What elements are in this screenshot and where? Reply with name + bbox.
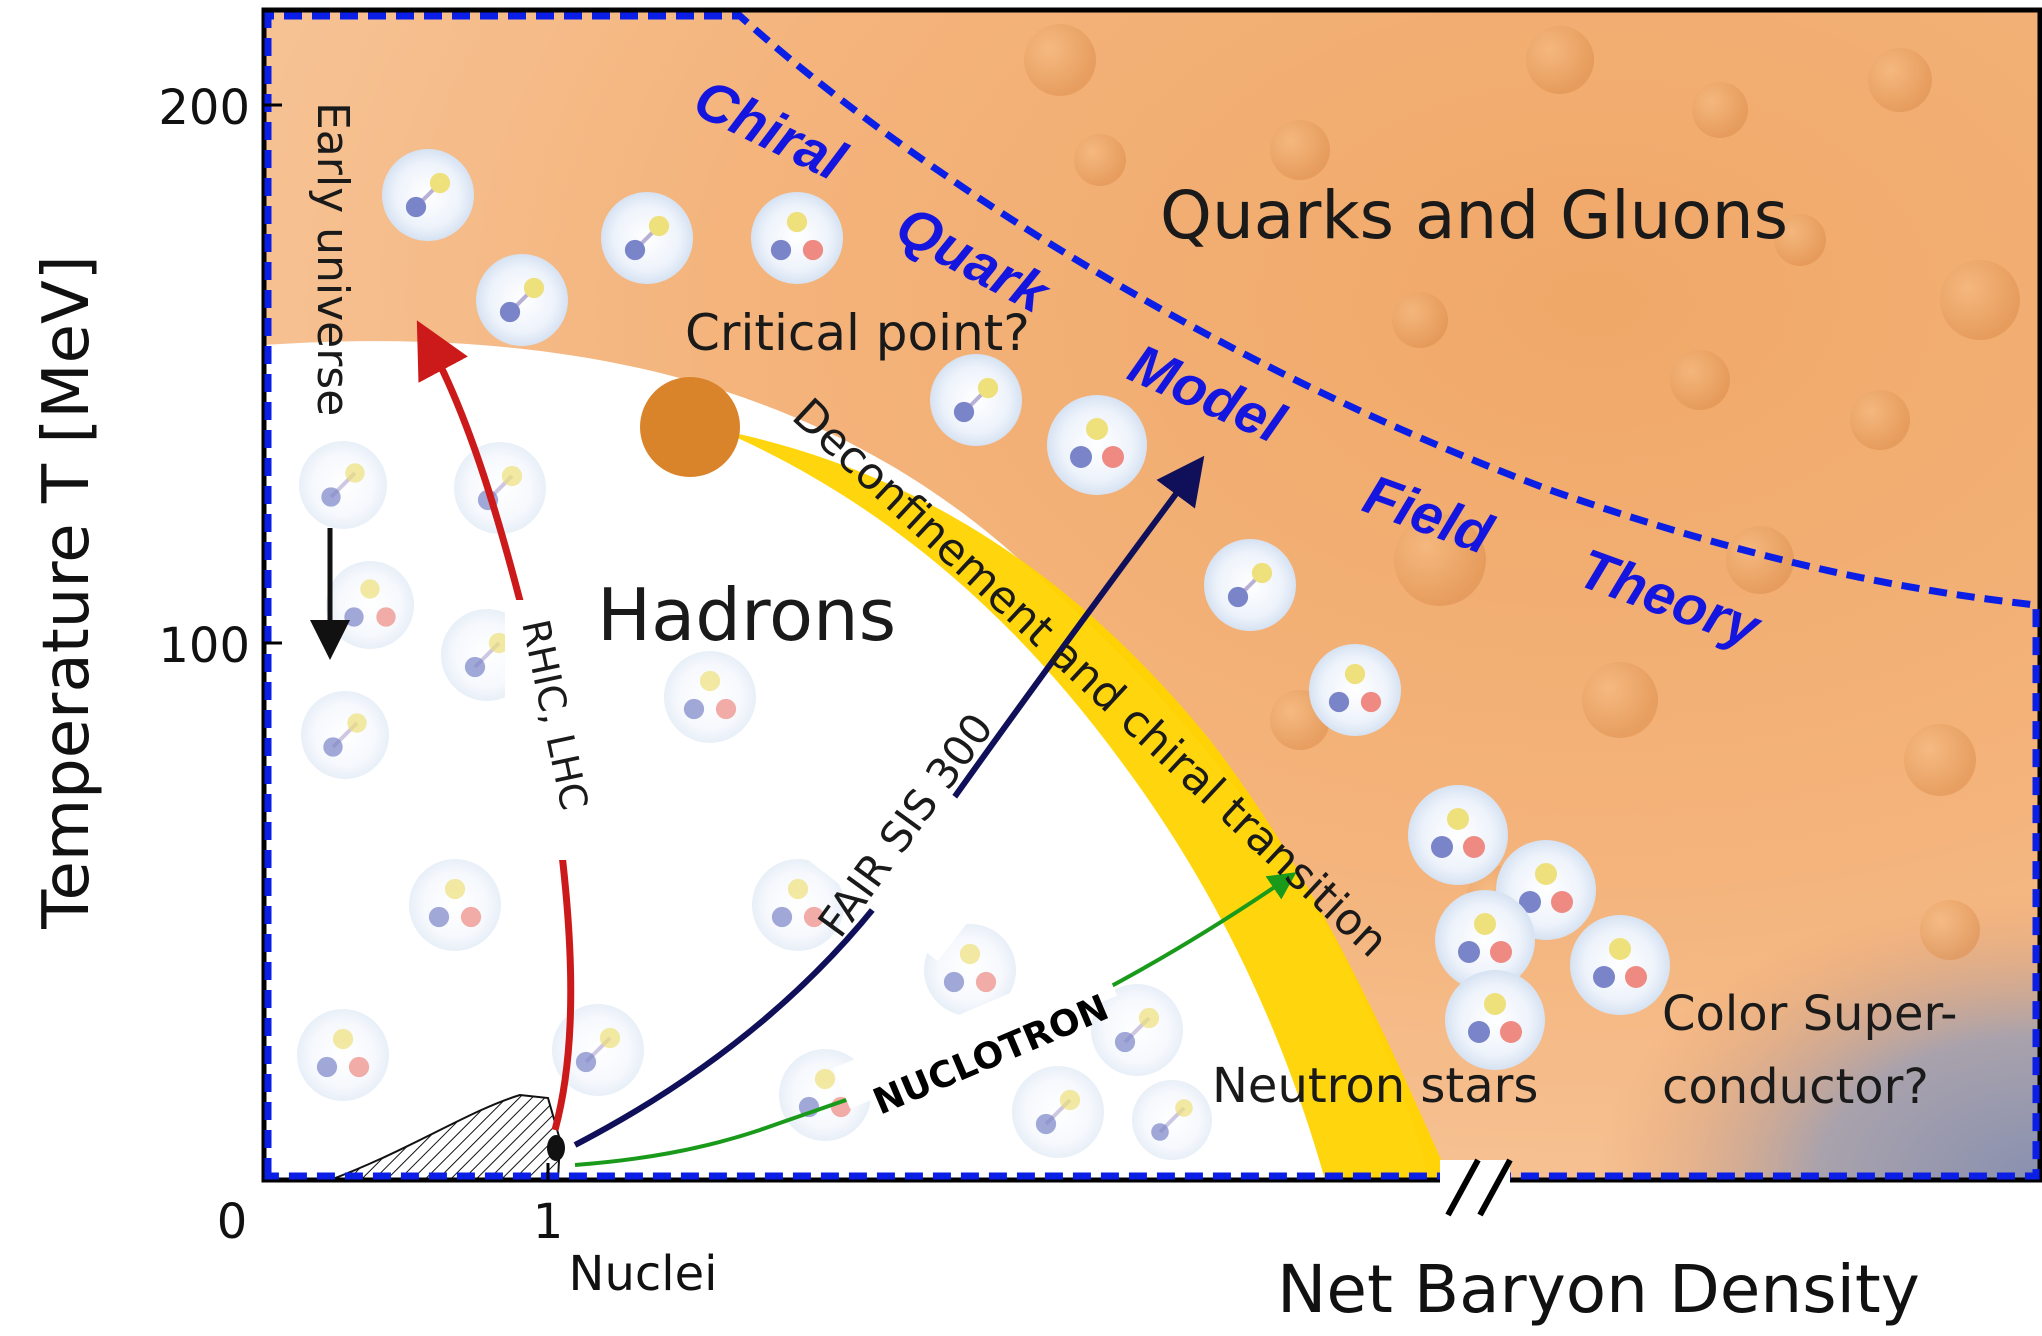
background-sphere (1692, 82, 1748, 138)
background-sphere (1670, 350, 1730, 410)
x-axis-title: Net Baryon Density (1277, 1251, 1920, 1328)
baryon-bubble (1309, 644, 1401, 736)
meson-bubble (1091, 984, 1183, 1076)
baryon-bubble (297, 1009, 389, 1101)
model-boundary-dashed (264, 12, 2040, 1180)
baryon-bubble (1435, 890, 1535, 990)
background-sphere (1920, 900, 1980, 960)
label-critical-point: Critical point? (685, 304, 1030, 362)
meson-bubble (552, 1004, 644, 1096)
baryon-bubble (1047, 395, 1147, 495)
critical-point-marker (640, 377, 740, 477)
background-sphere (1726, 526, 1794, 594)
plot-frame (261, 7, 2042, 1183)
hadron-bubbles (297, 149, 1670, 1160)
background-sphere (1850, 390, 1910, 450)
y-tick-200: 200 (158, 80, 250, 136)
y-tick-0: 0 (217, 1194, 248, 1250)
background-sphere (1526, 26, 1594, 94)
meson-bubble (1204, 539, 1296, 631)
x-tick-1: 1 (533, 1194, 564, 1250)
meson-bubble (301, 691, 389, 779)
meson-bubble (930, 354, 1022, 446)
label-early-universe: Early universe (307, 102, 358, 416)
nuclei-point (547, 1135, 565, 1161)
background-sphere (1024, 24, 1096, 96)
label-hadrons: Hadrons (597, 573, 896, 657)
baryon-bubble (752, 859, 844, 951)
meson-bubble (1012, 1066, 1104, 1158)
meson-bubble (299, 441, 387, 529)
x-tick-caption-nuclei: Nuclei (569, 1246, 718, 1302)
background-sphere (1074, 134, 1126, 186)
background-sphere (1582, 662, 1658, 738)
background-sphere (1774, 214, 1826, 266)
label-color-superconductor-2: conductor? (1662, 1059, 1929, 1115)
nuclotron-arrow (574, 872, 1297, 1167)
label-neutron-stars: Neutron stars (1212, 1058, 1538, 1114)
nuclei-hatch-region (329, 1093, 562, 1181)
background-sphere (1904, 724, 1976, 796)
meson-bubble (382, 149, 474, 241)
background-sphere (1270, 120, 1330, 180)
background-sphere (1394, 514, 1486, 606)
background-sphere (1940, 260, 2020, 340)
meson-bubble (476, 254, 568, 346)
baryon-bubble (664, 651, 756, 743)
baryon-bubble (1570, 915, 1670, 1015)
baryon-bubble (1445, 970, 1545, 1070)
background-sphere (1868, 48, 1932, 112)
transition-band (720, 430, 1450, 1180)
baryon-bubble (1408, 785, 1508, 885)
meson-bubble (601, 192, 693, 284)
label-color-superconductor-1: Color Super- (1662, 986, 1957, 1042)
axis-break-mark (1440, 1158, 1513, 1217)
baryon-bubble (326, 561, 414, 649)
y-axis-title: Temperature T [MeV] (30, 255, 104, 930)
baryon-bubble (751, 192, 843, 284)
background-sphere (1392, 292, 1448, 348)
label-quarks-and-gluons: Quarks and Gluons (1160, 177, 1788, 254)
meson-bubble (1132, 1080, 1212, 1160)
baryon-bubble (409, 859, 501, 951)
y-tick-100: 100 (158, 618, 250, 674)
background-spheres (1024, 24, 2020, 960)
